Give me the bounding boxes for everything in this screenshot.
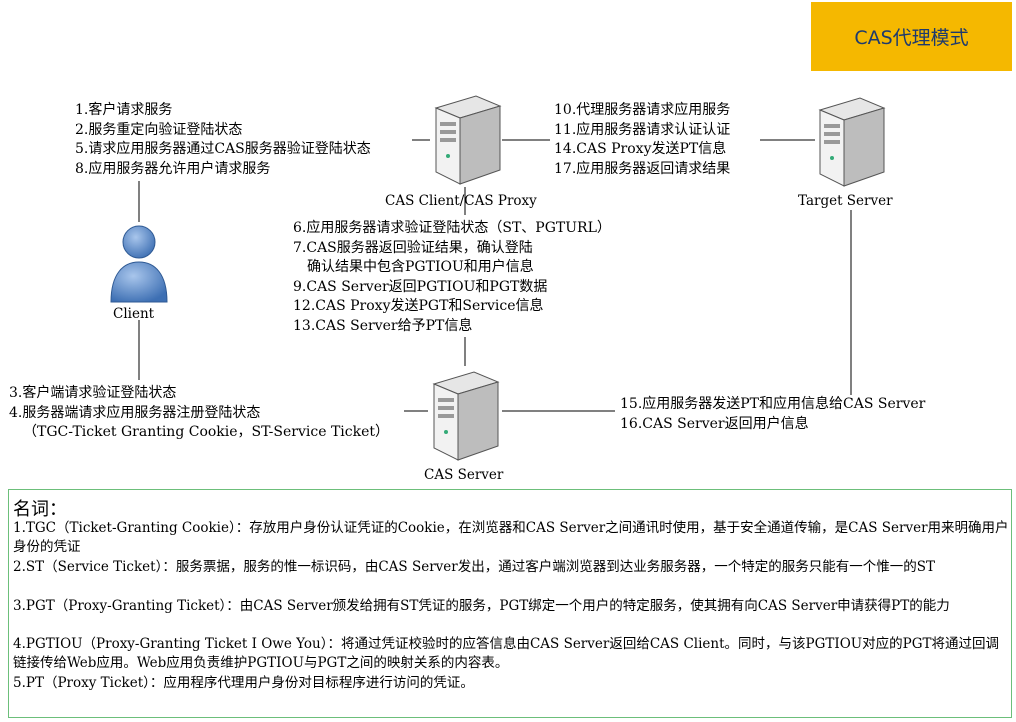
step-14: 14.CAS Proxy发送PT信息	[554, 141, 727, 157]
cas-server-label: CAS Server	[424, 467, 504, 483]
proxy-label: CAS Client/CAS Proxy	[385, 193, 537, 209]
step-2: 2.服务重定向验证登陆状态	[75, 121, 243, 138]
glossary-item-pgt: 3.PGT（Proxy-Granting Ticket）：由CAS Server…	[13, 598, 950, 614]
step-9: 9.CAS Server返回PGTIOU和PGT数据	[293, 278, 548, 295]
step-7-detail: 确认结果中包含PGTIOU和用户信息	[307, 259, 534, 275]
steps-proxy-target: 10.代理服务器请求应用服务 11.应用服务器请求认证认证 14.CAS Pro…	[554, 101, 730, 179]
glossary-item-pgtiou: 4.PGTIOU（Proxy-Granting Ticket I Owe You…	[13, 636, 1000, 671]
steps-proxy-server: 6.应用服务器请求验证登陆状态（ST、PGTURL） 7.CAS服务器返回验证结…	[293, 219, 611, 336]
diagram-title: CAS代理模式	[811, 2, 1012, 71]
step-3: 3.客户端请求验证登陆状态	[9, 385, 177, 401]
step-4: 4.服务器端请求应用服务器注册登陆状态	[9, 404, 261, 421]
client-label: Client	[113, 306, 155, 322]
step-12: 12.CAS Proxy发送PGT和Service信息	[293, 298, 544, 314]
step-10: 10.代理服务器请求应用服务	[554, 102, 731, 118]
glossary-box	[8, 489, 1012, 718]
step-1: 1.客户请求服务	[75, 102, 173, 118]
step-7: 7.CAS服务器返回验证结果，确认登陆	[293, 239, 533, 256]
steps-client-proxy: 1.客户请求服务 2.服务重定向验证登陆状态 5.请求应用服务器通过CAS服务器…	[75, 101, 371, 179]
step-17: 17.应用服务器返回请求结果	[554, 160, 731, 177]
glossary-item-pt: 5.PT（Proxy Ticket）：应用程序代理用户身份对目标程序进行访问的凭…	[13, 675, 474, 691]
glossary-item-tgc: 1.TGC（Ticket-Granting Cookie）：存放用户身份认证凭证…	[13, 520, 1009, 555]
client-user-icon	[110, 225, 168, 303]
step-15: 15.应用服务器发送PT和应用信息给CAS Server	[620, 396, 926, 412]
target-server-icon	[818, 97, 886, 187]
step-4-note: （TGC-Ticket Granting Cookie，ST-Service T…	[23, 424, 389, 440]
step-16: 16.CAS Server返回用户信息	[620, 415, 809, 432]
glossary-item-st: 2.ST（Service Ticket）：服务票据，服务的惟一标识码，由CAS …	[13, 559, 935, 575]
target-label: Target Server	[798, 193, 893, 209]
cas-server-icon	[432, 371, 500, 461]
steps-target-server: 15.应用服务器发送PT和应用信息给CAS Server 16.CAS Serv…	[620, 395, 925, 434]
step-8: 8.应用服务器允许用户请求服务	[75, 160, 271, 177]
glossary-title: 名词：	[13, 499, 67, 520]
step-6: 6.应用服务器请求验证登陆状态（ST、PGTURL）	[293, 220, 611, 236]
step-13: 13.CAS Server给予PT信息	[293, 317, 473, 334]
proxy-server-icon	[434, 95, 502, 185]
steps-client-server: 3.客户端请求验证登陆状态 4.服务器端请求应用服务器注册登陆状态 （TGC-T…	[9, 384, 389, 443]
step-11: 11.应用服务器请求认证认证	[554, 121, 731, 138]
step-5: 5.请求应用服务器通过CAS服务器验证登陆状态	[75, 141, 371, 157]
